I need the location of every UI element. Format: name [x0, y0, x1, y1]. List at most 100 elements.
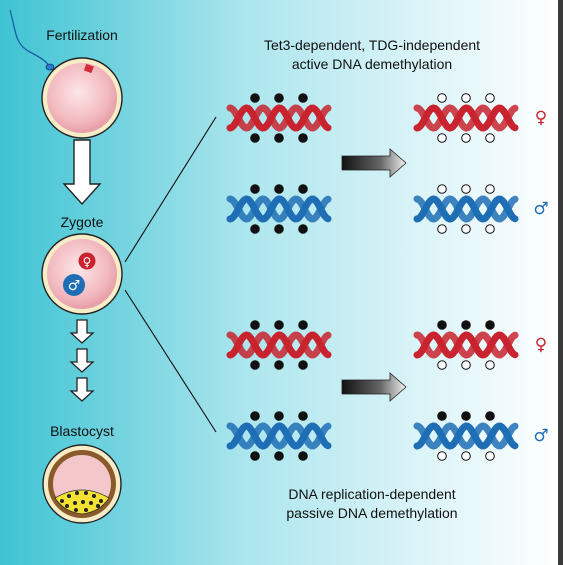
unmethylated-cpg-mark-bottom	[437, 224, 447, 234]
dna-strand-a	[413, 104, 519, 132]
male-symbol-passive: ♂	[533, 426, 548, 446]
methylated-cpg-mark-top	[250, 93, 260, 103]
methylated-cpg-mark-top	[485, 320, 495, 330]
label-fertilization: Fertilization	[46, 27, 118, 43]
methylated-cpg-mark-bottom	[274, 133, 284, 143]
female-symbol-passive: ♀	[535, 335, 547, 355]
unmethylated-cpg-mark-bottom	[461, 224, 471, 234]
branch-line-upper	[124, 116, 217, 263]
methylated-cpg-mark-top	[437, 320, 447, 330]
down-arrow-small-2	[69, 348, 95, 373]
methylated-cpg-mark-bottom	[250, 224, 260, 234]
methylated-cpg-mark-bottom	[250, 133, 260, 143]
unmethylated-cpg-mark-bottom	[437, 451, 447, 461]
dna-strand-a	[226, 422, 332, 450]
sperm-tail	[9, 9, 49, 65]
dna-helix-active-after-maternal	[413, 93, 519, 143]
male-symbol-active: ♂	[533, 199, 548, 219]
unmethylated-cpg-mark-top	[485, 184, 495, 194]
branch-line-lower	[124, 289, 217, 433]
unmethylated-cpg-mark-top	[437, 184, 447, 194]
dna-strand-b	[226, 422, 332, 450]
unmethylated-cpg-mark-bottom	[485, 360, 495, 370]
blastocyst	[42, 444, 122, 524]
down-arrow-small-1	[69, 319, 95, 344]
dna-helix-passive-before-paternal	[226, 411, 332, 461]
male-symbol-zygote: ♂	[68, 278, 81, 294]
dna-helix-passive-before-maternal	[226, 320, 332, 370]
methylated-cpg-mark-top	[250, 411, 260, 421]
methylated-cpg-mark-top	[461, 320, 471, 330]
dna-helix-active-after-paternal	[413, 184, 519, 234]
active-title-line1: Tet3-dependent, TDG-independent	[264, 37, 480, 53]
dna-strand-b	[413, 104, 519, 132]
methylated-cpg-mark-top	[274, 184, 284, 194]
dna-helix-passive-after-paternal	[413, 411, 519, 461]
right-arrow-active	[341, 148, 407, 178]
female-pronucleus	[78, 252, 96, 270]
unmethylated-cpg-mark-top	[461, 184, 471, 194]
methylated-cpg-mark-top	[274, 411, 284, 421]
dna-strand-a	[413, 331, 519, 359]
methylated-cpg-mark-top	[485, 411, 495, 421]
right-arrow-passive	[341, 372, 407, 402]
methylated-cpg-mark-top	[274, 93, 284, 103]
unmethylated-cpg-mark-top	[485, 93, 495, 103]
unmethylated-cpg-mark-bottom	[437, 360, 447, 370]
unmethylated-cpg-mark-bottom	[485, 451, 495, 461]
zygote	[41, 233, 123, 315]
methylated-cpg-mark-bottom	[298, 360, 308, 370]
methylated-cpg-mark-bottom	[298, 133, 308, 143]
unmethylated-cpg-mark-bottom	[485, 133, 495, 143]
dna-strand-a	[226, 195, 332, 223]
methylated-cpg-mark-top	[298, 184, 308, 194]
female-symbol-zygote: ♀	[83, 255, 92, 269]
dna-helix-active-before-maternal	[226, 93, 332, 143]
unmethylated-cpg-mark-bottom	[485, 224, 495, 234]
methylated-cpg-mark-top	[298, 93, 308, 103]
label-zygote: Zygote	[61, 214, 104, 230]
methylated-cpg-mark-bottom	[274, 451, 284, 461]
methylated-cpg-mark-top	[274, 320, 284, 330]
female-symbol-active: ♀	[535, 108, 547, 128]
methylated-cpg-mark-bottom	[274, 224, 284, 234]
methylated-cpg-mark-top	[437, 411, 447, 421]
dna-helix-layer	[226, 93, 519, 461]
methylated-cpg-mark-bottom	[250, 360, 260, 370]
methylated-cpg-mark-top	[298, 411, 308, 421]
unmethylated-cpg-mark-bottom	[437, 133, 447, 143]
down-arrow-large	[62, 139, 102, 206]
dna-helix-active-before-paternal	[226, 184, 332, 234]
dna-strand-b	[413, 195, 519, 223]
oocyte-fertilization	[41, 57, 123, 139]
down-arrow-small-3	[69, 377, 95, 402]
unmethylated-cpg-mark-bottom	[461, 360, 471, 370]
passive-title-line1: DNA replication-dependent	[288, 486, 455, 502]
methylated-cpg-mark-top	[461, 411, 471, 421]
methylated-cpg-mark-top	[298, 320, 308, 330]
label-blastocyst: Blastocyst	[50, 423, 114, 439]
dna-strand-b	[226, 195, 332, 223]
dna-strand-a	[226, 331, 332, 359]
methylated-cpg-mark-bottom	[298, 451, 308, 461]
dna-strand-a	[413, 195, 519, 223]
methylated-cpg-mark-bottom	[274, 360, 284, 370]
dna-helix-passive-after-maternal	[413, 320, 519, 370]
dna-strand-b	[413, 422, 519, 450]
methylated-cpg-mark-top	[250, 320, 260, 330]
dna-strand-b	[226, 104, 332, 132]
dna-strand-a	[226, 104, 332, 132]
sperm-head	[45, 63, 55, 71]
male-pronucleus	[63, 274, 85, 296]
unmethylated-cpg-mark-bottom	[461, 451, 471, 461]
dna-strand-a	[413, 422, 519, 450]
active-title-line2: active DNA demethylation	[292, 56, 452, 72]
dna-strand-b	[413, 331, 519, 359]
passive-title-line2: passive DNA demethylation	[286, 505, 457, 521]
unmethylated-cpg-mark-bottom	[461, 133, 471, 143]
methylated-cpg-mark-bottom	[298, 224, 308, 234]
dna-strand-b	[226, 331, 332, 359]
methylated-cpg-mark-top	[250, 184, 260, 194]
